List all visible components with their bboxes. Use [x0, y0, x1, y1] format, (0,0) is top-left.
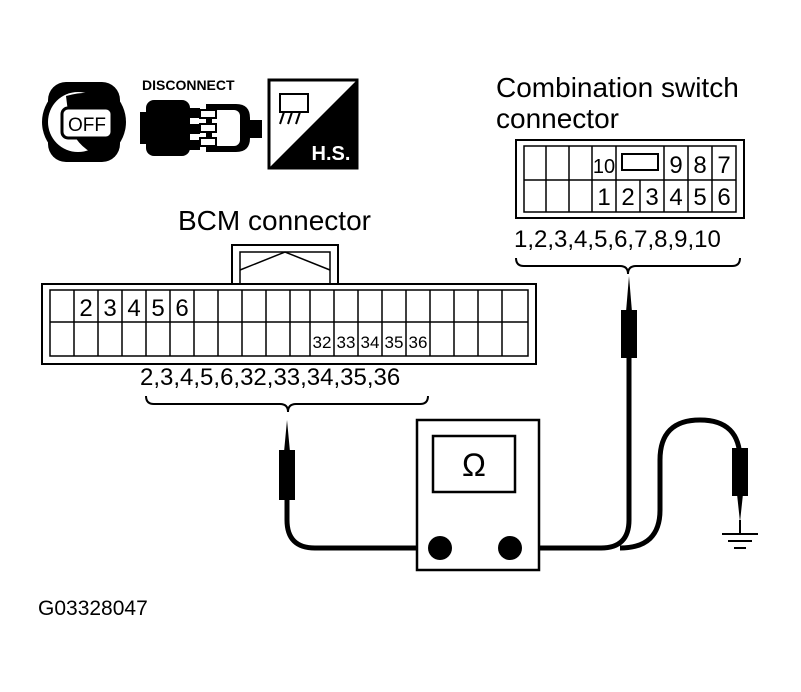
off-label: OFF	[68, 115, 106, 136]
disconnect-label: DISCONNECT	[142, 77, 235, 93]
combo-pin-4: 4	[669, 184, 682, 211]
combo-title-line2: connector	[496, 103, 619, 134]
bcm-connector: 2 3 4 5 6 32 33 34 35 36	[41, 244, 537, 365]
combo-pin-8: 8	[693, 152, 706, 179]
hs-label: H.S.	[312, 143, 351, 165]
harness-icon: H.S.	[267, 78, 359, 170]
combo-pin-7: 7	[717, 152, 730, 179]
combo-pin-6: 6	[717, 184, 730, 211]
figure-id: G03328047	[38, 597, 148, 620]
ground-lead	[619, 417, 748, 551]
bcm-connector-title: BCM connector	[178, 205, 371, 236]
combo-pin-3: 3	[645, 184, 658, 211]
bcm-pin-36: 36	[409, 333, 428, 352]
combo-pin-5: 5	[693, 184, 706, 211]
ohmmeter: Ω	[415, 418, 541, 572]
bcm-pin-34: 34	[361, 333, 380, 352]
combo-title-line1: Combination switch	[496, 72, 739, 103]
bcm-pin-5: 5	[151, 295, 164, 322]
combo-pin-10: 10	[593, 156, 615, 178]
right-probe	[510, 276, 637, 551]
ohm-symbol: Ω	[462, 447, 486, 483]
bcm-pin-32: 32	[313, 333, 332, 352]
combo-pin-1: 1	[597, 184, 610, 211]
bcm-pin-33: 33	[337, 333, 356, 352]
bcm-pin-6: 6	[175, 295, 188, 322]
ground-symbol-icon	[722, 520, 758, 549]
combo-terminal-list: 1,2,3,4,5,6,7,8,9,10	[514, 226, 721, 253]
ignition-off-icon: OFF	[42, 82, 126, 162]
combo-terminal-brace	[515, 257, 741, 275]
combination-switch-connector: 10 9 8 7 1 2 3 4 5 6	[515, 139, 745, 219]
meter-terminal-right	[498, 536, 522, 560]
combination-switch-connector-title: Combination switch connector	[496, 72, 739, 134]
bcm-pin-2: 2	[79, 295, 92, 322]
meter-terminal-left	[428, 536, 452, 560]
bcm-pin-4: 4	[127, 295, 140, 322]
bcm-pin-3: 3	[103, 295, 116, 322]
left-probe	[279, 420, 438, 551]
disconnect-icon	[140, 100, 262, 156]
bcm-terminal-list: 2,3,4,5,6,32,33,34,35,36	[140, 364, 401, 391]
bcm-terminal-brace	[145, 395, 429, 413]
bcm-pin-35: 35	[385, 333, 404, 352]
combo-pin-2: 2	[621, 184, 634, 211]
combo-pin-9: 9	[669, 152, 682, 179]
